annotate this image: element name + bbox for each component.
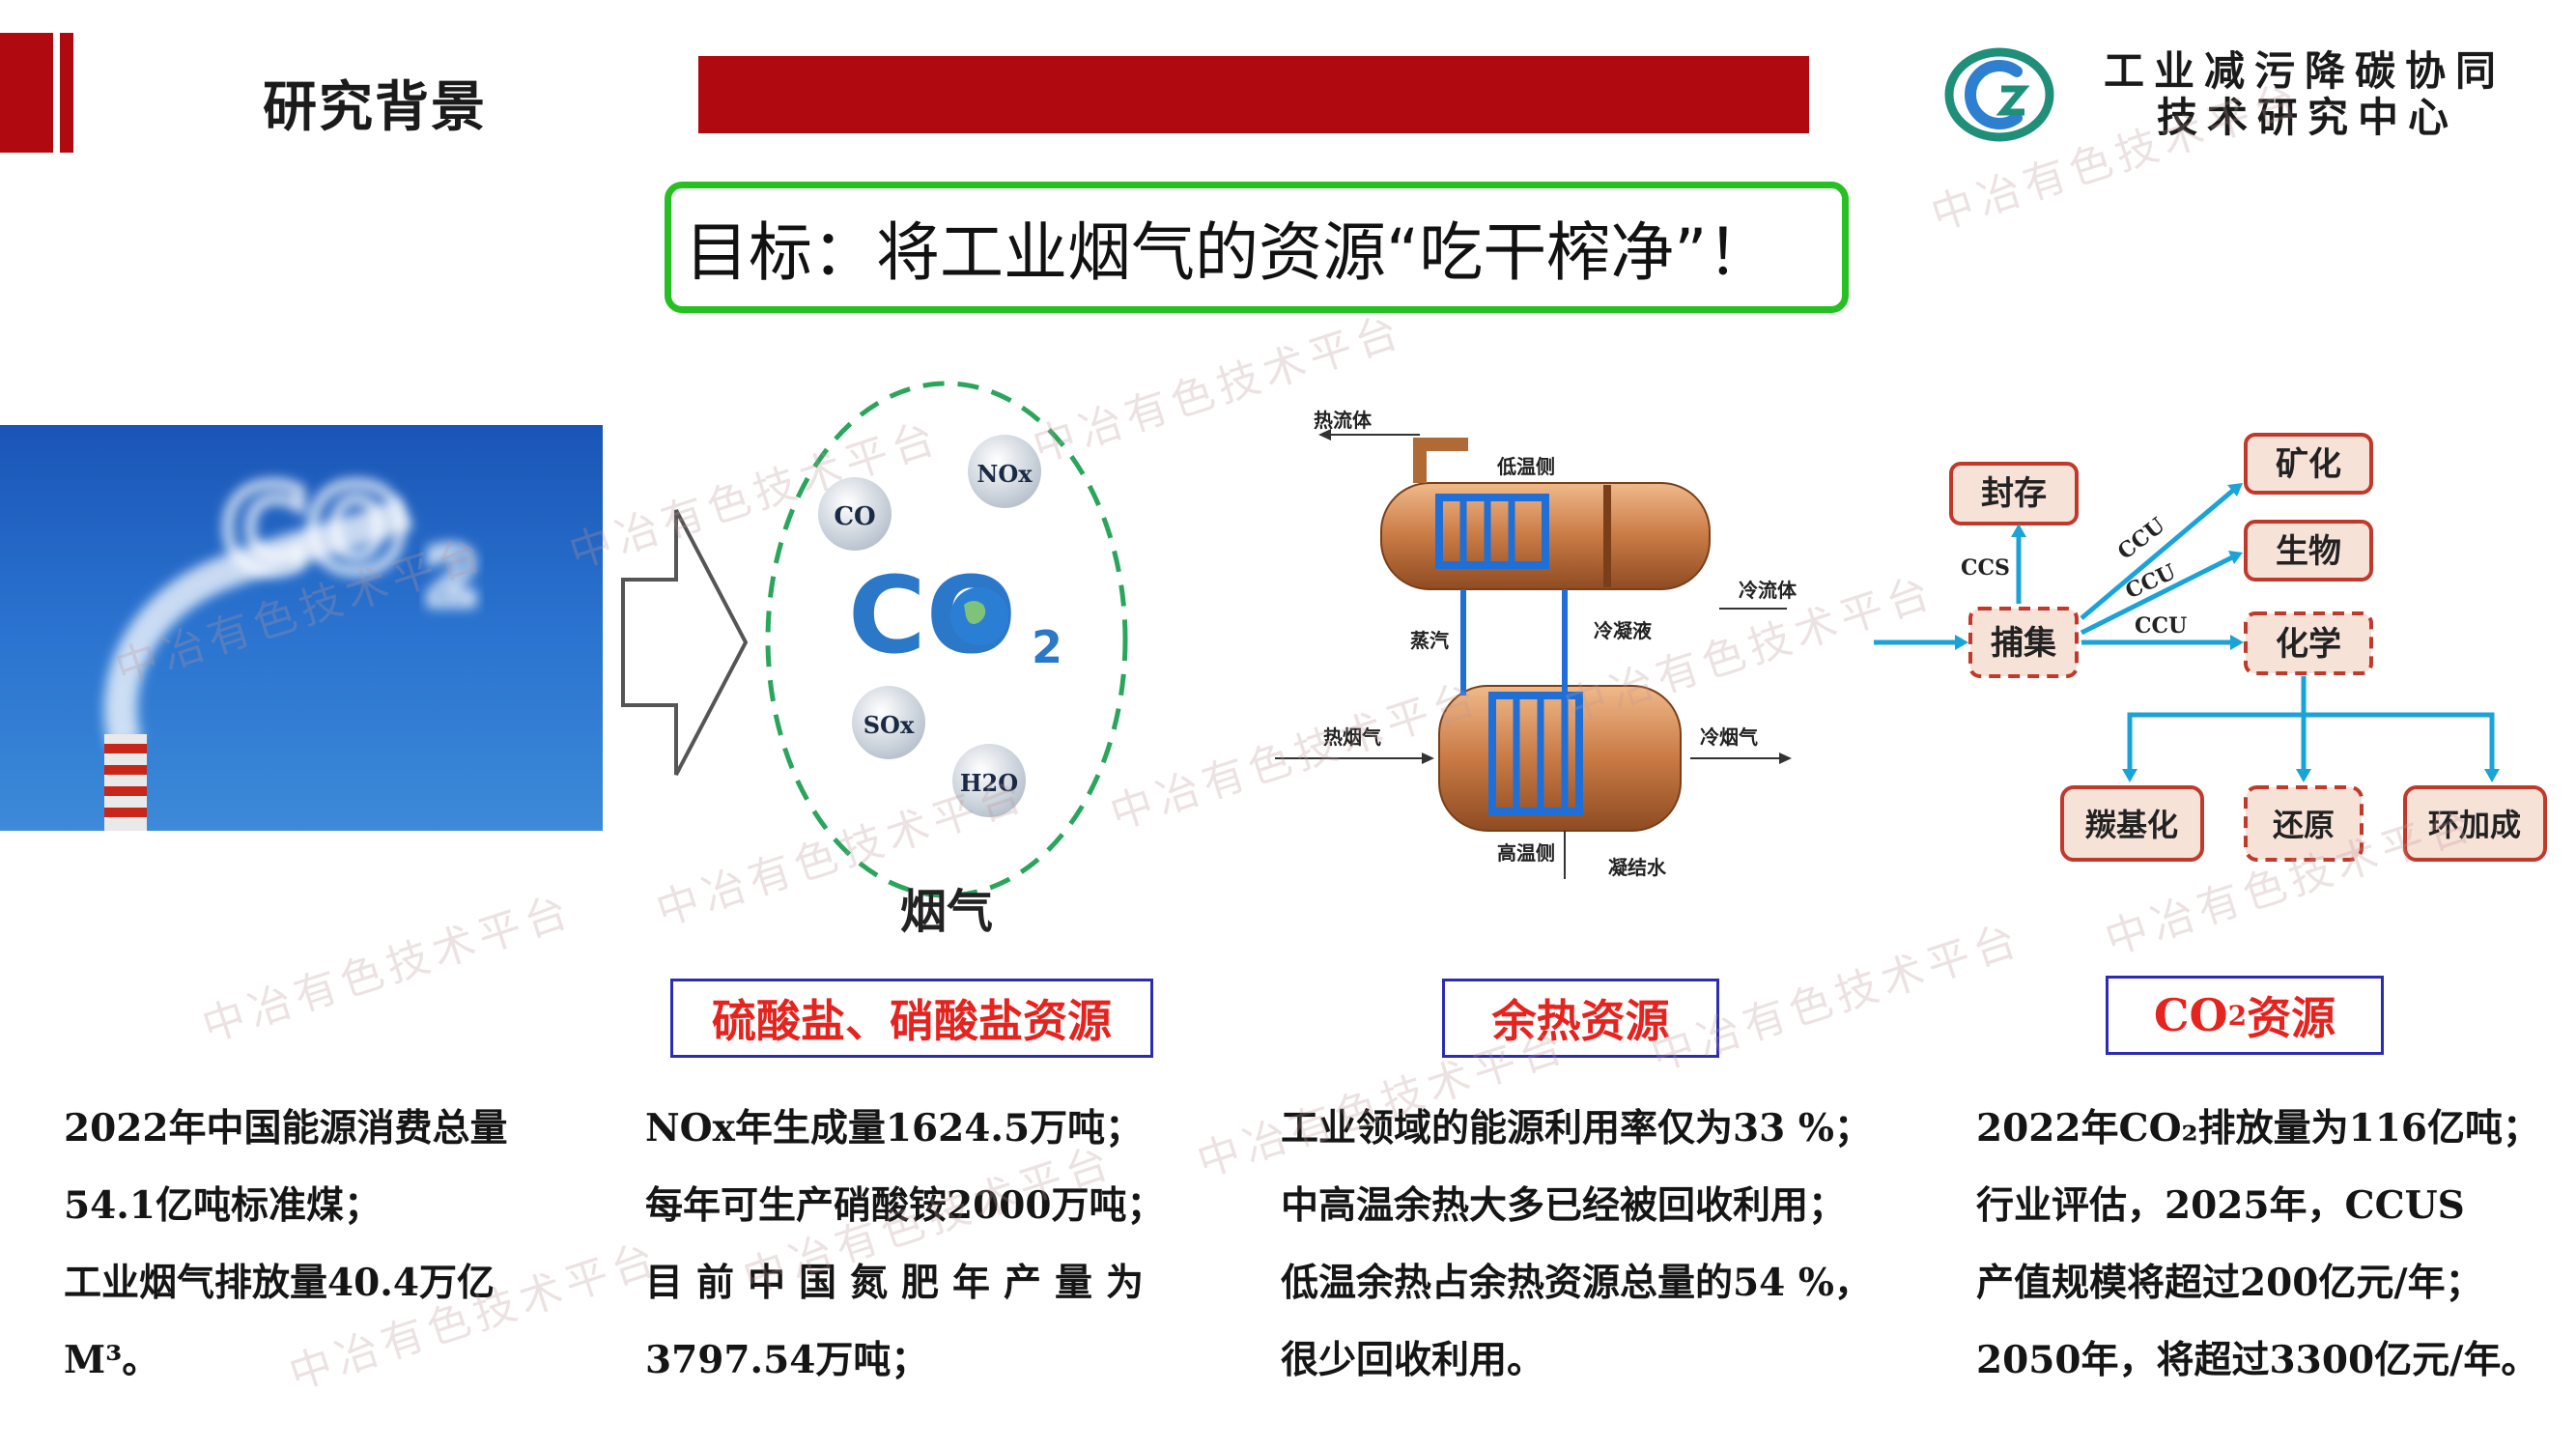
carbonyl-node: 羰基化 bbox=[2085, 807, 2178, 843]
ccs-label: CCS bbox=[1961, 555, 2010, 581]
ccu-label-1: CCU bbox=[2113, 513, 2170, 565]
org-name-line1: 工业减污降碳协同 bbox=[2104, 47, 2506, 95]
cold-fluid-label: 冷流体 bbox=[1739, 579, 1797, 602]
steam-label: 蒸汽 bbox=[1410, 629, 1449, 652]
co-label: CO bbox=[834, 502, 875, 531]
co2-stats-column: 2022年CO₂排放量为116亿吨； 行业评估，2025年，CCUS 产值规模将… bbox=[1976, 1090, 2556, 1399]
capture-node: 捕集 bbox=[1991, 624, 2056, 663]
cold-flue-label: 冷烟气 bbox=[1700, 725, 1758, 749]
nitrogen-stat-line: 每年可生产硝酸铵2000万吨； bbox=[645, 1183, 1165, 1228]
chimney-icon bbox=[104, 734, 147, 831]
co2-utilization-diagram: 封存 捕集 矿化 生物 化学 羰基化 还原 环加成 CCS CCU CCU CC… bbox=[1874, 433, 2547, 862]
chem-node: 化学 bbox=[2276, 625, 2341, 664]
nitrogen-stat-line: NOx年生成量1624.5万吨； bbox=[645, 1106, 1144, 1151]
hot-fluid-label: 热流体 bbox=[1314, 409, 1373, 432]
heat-stat-line: 工业领域的能源利用率仅为33 %； bbox=[1281, 1106, 1872, 1151]
org-name-line2: 技术研究中心 bbox=[2157, 94, 2459, 141]
energy-stat-line: 工业烟气排放量40.4万亿 bbox=[64, 1261, 495, 1305]
watermark: 中冶有色技术平台 bbox=[196, 885, 580, 1052]
heat-exchanger-diagram: 热流体 低温侧 冷流体 蒸汽 冷凝液 热烟气 冷烟气 高温侧 凝结水 bbox=[1275, 409, 1797, 879]
co2-stat-line: 产值规模将超过200亿元/年； bbox=[1976, 1261, 2483, 1305]
co2-center-sub: 2 bbox=[1032, 621, 1062, 673]
condensate-label: 冷凝液 bbox=[1594, 619, 1653, 642]
bio-node: 生物 bbox=[2276, 532, 2341, 571]
h2o-label: H2O bbox=[960, 769, 1018, 797]
heat-stat-line: 很少回收利用。 bbox=[1281, 1338, 1545, 1382]
energy-stat-line: 54.1亿吨标准煤； bbox=[64, 1183, 382, 1228]
heat-stats-column: 工业领域的能源利用率仅为33 %； 中高温余热大多已经被回收利用； 低温余热占余… bbox=[1281, 1090, 1918, 1399]
category-waste-heat: 余热资源 bbox=[1442, 979, 1719, 1058]
flue-gas-caption: 烟气 bbox=[900, 885, 993, 939]
low-side-label: 低温侧 bbox=[1496, 455, 1555, 478]
svg-text:CO: CO bbox=[222, 464, 406, 598]
header-red-banner bbox=[698, 56, 1809, 133]
process-arrow-icon bbox=[621, 509, 749, 776]
co2-stat-line: 2050年，将超过3300亿元/年。 bbox=[1976, 1338, 2539, 1382]
hot-flue-label: 热烟气 bbox=[1323, 725, 1381, 749]
heat-stat-line: 低温余热占余热资源总量的54 %， bbox=[1281, 1261, 1872, 1305]
ccu-label-3: CCU bbox=[2135, 613, 2187, 639]
nitrogen-stats-column: NOx年生成量1624.5万吨； 每年可生产硝酸铵2000万吨； 目前中国氮肥年… bbox=[645, 1090, 1186, 1399]
storage-node: 封存 bbox=[1981, 474, 2047, 513]
category-co2-main: CO bbox=[2153, 989, 2228, 1041]
high-side-label: 高温侧 bbox=[1497, 841, 1555, 865]
page-title: 研究背景 bbox=[263, 76, 487, 139]
energy-stats-column: 2022年中国能源消费总量 54.1亿吨标准煤； 工业烟气排放量40.4万亿 M… bbox=[64, 1090, 566, 1399]
sox-label: SOx bbox=[863, 711, 915, 739]
header-accent-bar bbox=[0, 33, 53, 153]
co2-smoke-image: CO 2 bbox=[0, 425, 603, 831]
reduce-node: 还原 bbox=[2273, 807, 2335, 843]
category-co2-tail: 资源 bbox=[2247, 992, 2336, 1044]
category-co2-sub: 2 bbox=[2227, 999, 2248, 1032]
condensed-water-label: 凝结水 bbox=[1608, 856, 1667, 879]
nox-label: NOx bbox=[977, 460, 1033, 488]
org-logo-icon bbox=[1944, 47, 2054, 142]
nitrogen-stat-line: 目前中国氮肥年产量为 bbox=[645, 1261, 1158, 1305]
goal-banner: 目标：将工业烟气的资源“吃干榨净”！ bbox=[665, 182, 1849, 313]
heat-stat-line: 中高温余热大多已经被回收利用； bbox=[1281, 1183, 1847, 1228]
org-name: 工业减污降碳协同 技术研究中心 bbox=[2104, 48, 2505, 141]
nitrogen-stat-line: 3797.54万吨； bbox=[645, 1338, 929, 1382]
energy-stat-line: 2022年中国能源消费总量 bbox=[64, 1106, 508, 1151]
cycloadd-node: 环加成 bbox=[2428, 807, 2521, 843]
co2-stat-line: 2022年CO₂排放量为116亿吨； bbox=[1976, 1106, 2541, 1151]
energy-stat-line: M³。 bbox=[64, 1338, 160, 1382]
category-sulfate-nitrate: 硫酸盐、硝酸盐资源 bbox=[670, 979, 1153, 1058]
header-accent-stripe bbox=[60, 33, 73, 153]
mineral-node: 矿化 bbox=[2276, 445, 2341, 484]
svg-text:2: 2 bbox=[425, 532, 479, 622]
flue-gas-diagram: CO NOx SOx H2O CO 2 烟气 bbox=[765, 381, 1128, 939]
co2-stat-line: 行业评估，2025年，CCUS bbox=[1976, 1183, 2465, 1228]
